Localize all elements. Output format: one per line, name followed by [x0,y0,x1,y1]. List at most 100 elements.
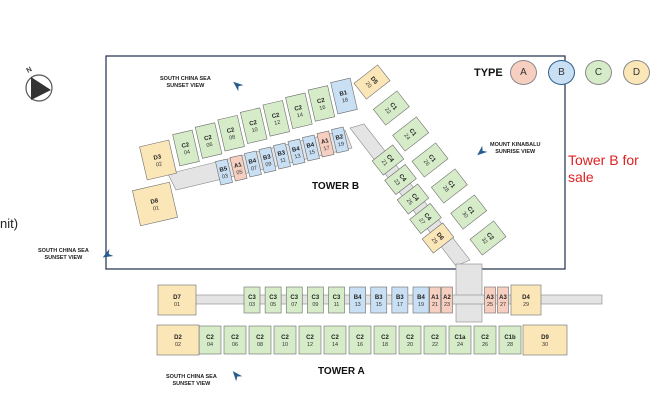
unit-type-label: A1 [431,295,439,301]
units-layer: C204C206C208C210C212C214C216B118B503A105… [132,64,568,356]
unit-type-label: C2 [181,142,190,150]
unit-type-label: C3 [290,295,298,301]
view-arrow-icon [232,371,243,382]
unit-type-label: B4 [248,158,257,166]
north-compass-icon: N [25,66,53,102]
unit-number-label: 05 [236,169,243,176]
unit-number-label: 10 [282,342,288,348]
unit-number-label: 08 [257,342,263,348]
unit-number-label: 15 [308,149,315,156]
unit-type-label: D6 [435,232,445,242]
unit-type-label: A1 [321,138,330,146]
tower-b-label: TOWER B [312,181,360,192]
unit-type-label: C1 [446,180,456,190]
unit-number-label: 14 [296,112,303,119]
unit-number-label: 18 [382,342,388,348]
unit-type-label: B5 [219,166,228,174]
unit-number-label: 04 [183,149,190,156]
view-arrow-icon [233,81,244,92]
unit-number-label: 08 [229,134,236,141]
unit-type-label: C2 [226,127,235,135]
unit-type-label: C1b [504,335,516,341]
unit-type-label: D5 [369,76,379,86]
unit-type-label: B1 [339,90,348,98]
unit-number-label: 17 [323,145,330,152]
view-arrow-icon [477,145,488,156]
unit-type-label: B3 [375,295,383,301]
unit-type-label: D7 [173,295,181,301]
unit-number-label: 16 [319,105,326,112]
unit-type-label: C4 [410,193,420,203]
unit-type-label: B4 [306,142,315,150]
unit-number-label: 25 [405,198,413,207]
unit-type-label: C2 [406,335,414,341]
unit-number-label: 24 [457,342,463,348]
unit-type-label: C4 [385,154,395,164]
view-arrow-icon [102,249,114,258]
unit-type-label: C2 [256,335,264,341]
unit-number-label: 21 [432,302,438,308]
unit-type-label: C2 [231,335,239,341]
unit-type-label: C3 [248,295,256,301]
legend-type-a: A [510,60,537,85]
unit-type-label: C2 [294,105,303,113]
unit-type-label: C2 [356,335,364,341]
unit-number-label: 27 [500,302,506,308]
unit-number-label: 17 [397,302,403,308]
unit-type-label: A2 [443,295,451,301]
unit-number-label: 19 [337,141,344,148]
unit-type-label: C1a [454,335,466,341]
unit-number-label: 29 [523,302,529,308]
unit-type-label: B2 [335,134,344,142]
unit-type-label: A3 [486,295,494,301]
unit-type-label: C2 [317,98,326,106]
unit-type-label: B3 [396,295,404,301]
edge-text: nit) [0,216,19,231]
unit-type-label: D9 [541,335,549,341]
unit-type-label: C2 [204,135,213,143]
tower-a-label: TOWER A [318,366,365,377]
unit-type-label: B4 [292,146,301,154]
unit-type-label: C2 [431,335,439,341]
unit-number-label: 18 [341,97,348,104]
unit-number-label: 23 [444,302,450,308]
unit-type-label: D2 [174,335,182,341]
unit-number-label: 28 [441,185,449,194]
unit-number-label: 30 [460,211,468,220]
unit-type-label: D4 [522,295,530,301]
unit-number-label: 26 [482,342,488,348]
unit-number-label: 20 [407,342,413,348]
legend-type-c: C [585,60,612,85]
tower-a-sea-view-label: SOUTH CHINA SEA SUNSET VIEW [38,248,89,261]
unit-number-label: 15 [376,302,382,308]
unit-number-label: 26 [422,159,430,168]
unit-number-label: 05 [270,302,276,308]
unit-number-label: 06 [206,142,213,149]
